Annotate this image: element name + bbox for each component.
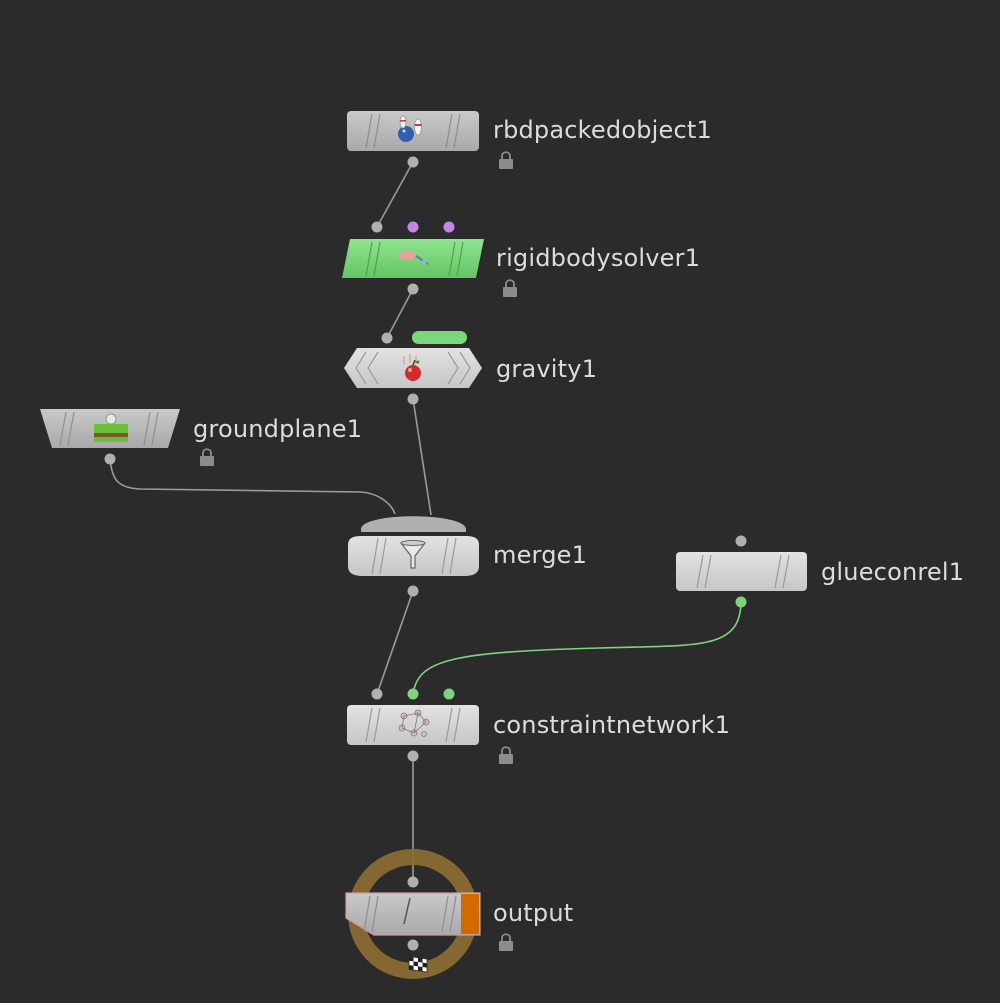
node-output[interactable] <box>345 876 481 973</box>
checkered-flag-icon <box>403 897 428 973</box>
output-port <box>407 283 419 295</box>
merge-input-bar <box>361 516 466 532</box>
lock-icon <box>499 151 513 169</box>
output-port-green <box>735 596 747 608</box>
input-port-green <box>443 688 455 700</box>
node-gravity1[interactable] <box>344 331 482 405</box>
ground-icon <box>94 413 128 442</box>
node-merge1[interactable] <box>348 516 479 597</box>
bypass-flag <box>412 331 467 344</box>
apple-icon <box>403 354 421 381</box>
wire-solver-to-gravity <box>386 288 414 339</box>
node-groundplane1[interactable] <box>40 409 180 465</box>
lock-icon <box>499 746 513 764</box>
input-port-green <box>407 688 419 700</box>
input-port <box>371 221 383 233</box>
display-flag <box>461 894 479 934</box>
node-rigidbodysolver1[interactable] <box>342 221 484 295</box>
wire-ground-to-merge <box>109 458 396 515</box>
node-constraintnetwork1[interactable] <box>347 688 479 762</box>
output-port <box>407 939 419 951</box>
node-label-groundplane1[interactable]: groundplane1 <box>193 415 363 443</box>
solver-icon <box>398 250 429 265</box>
lock-icon <box>200 448 214 466</box>
input-port-purple <box>443 221 455 233</box>
node-label-merge1[interactable]: merge1 <box>493 541 588 569</box>
node-rbdpackedobject1[interactable] <box>347 111 479 168</box>
node-label-glueconrel1[interactable]: glueconrel1 <box>821 558 965 586</box>
output-port <box>407 585 419 597</box>
output-port <box>407 156 419 168</box>
node-glueconrel1[interactable] <box>676 535 807 608</box>
input-port <box>407 876 419 888</box>
node-label-output[interactable]: output <box>493 899 574 927</box>
lock-icon <box>503 279 517 297</box>
bowling-icon <box>398 115 422 142</box>
output-port <box>407 393 419 405</box>
wire-merge-to-constraint <box>376 590 414 695</box>
wires <box>109 161 742 882</box>
node-label-rigidbodysolver1[interactable]: rigidbodysolver1 <box>496 244 701 272</box>
lock-icons <box>200 151 517 951</box>
wire-gravity-to-merge <box>412 398 432 516</box>
wire-glue-to-constraint <box>412 601 742 695</box>
constraint-icon <box>398 709 430 737</box>
funnel-icon <box>399 540 427 569</box>
output-port <box>104 453 116 465</box>
input-port <box>371 688 383 700</box>
input-port <box>735 535 747 547</box>
wire-rbd-to-solver <box>376 161 414 228</box>
node-label-gravity1[interactable]: gravity1 <box>496 355 598 383</box>
output-port <box>407 750 419 762</box>
lock-icon <box>499 933 513 951</box>
input-port-purple <box>407 221 419 233</box>
node-label-constraintnetwork1[interactable]: constraintnetwork1 <box>493 711 731 739</box>
input-port <box>381 332 393 344</box>
node-label-rbdpackedobject1[interactable]: rbdpackedobject1 <box>493 116 712 144</box>
